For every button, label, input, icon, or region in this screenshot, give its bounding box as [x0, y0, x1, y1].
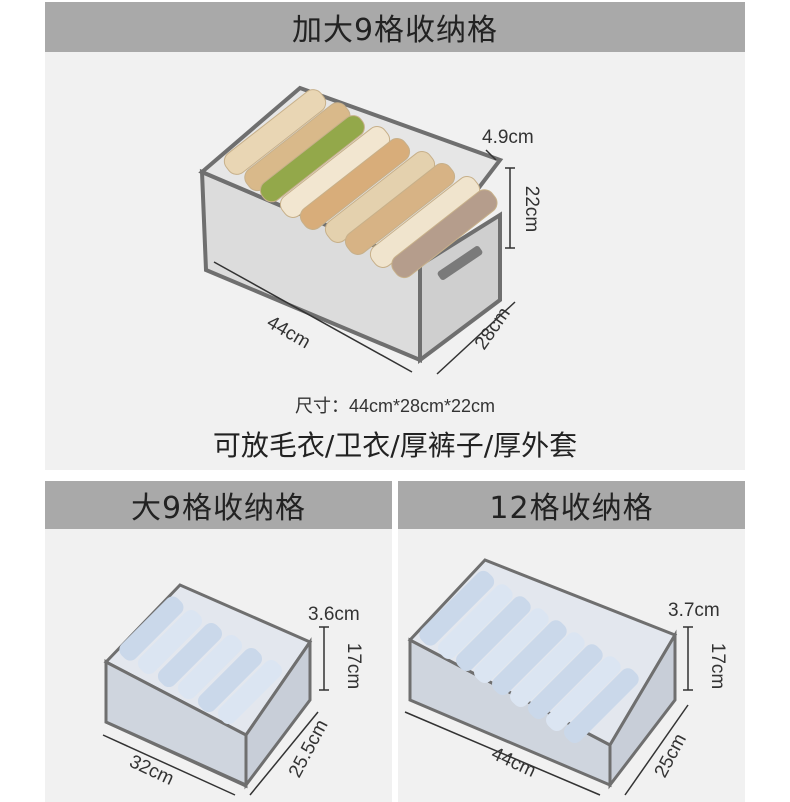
left-header: 大9格收纳格	[45, 481, 392, 529]
right-dim-height: 17cm	[707, 642, 729, 690]
top-dim-gap: 4.9cm	[482, 127, 534, 148]
right-dim-gap: 3.7cm	[668, 600, 720, 621]
right-header: 12格收纳格	[398, 481, 745, 529]
size-line: 尺寸：44cm*28cm*22cm	[294, 396, 496, 416]
left-dim-gap: 3.6cm	[308, 604, 360, 625]
usage-line: 可放毛衣/卫衣/厚裤子/厚外套	[212, 429, 578, 462]
top-header: 加大9格收纳格	[45, 2, 745, 52]
